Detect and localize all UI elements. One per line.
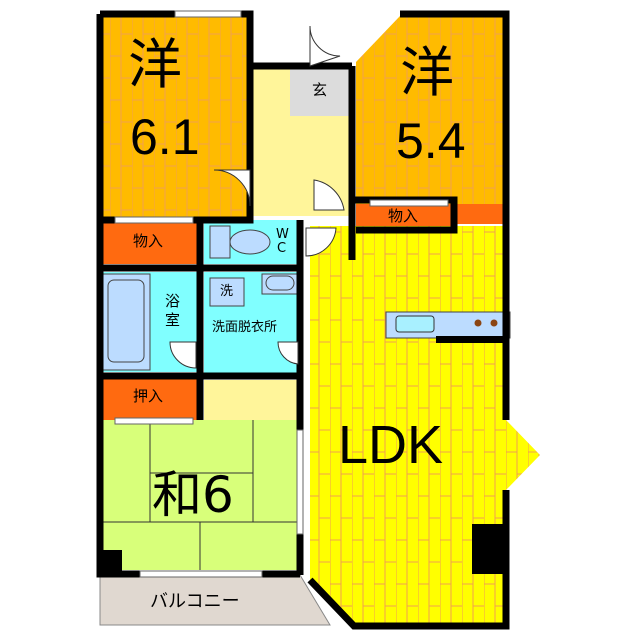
- japanese-room-label: 和6: [152, 466, 234, 524]
- genkan: [290, 66, 352, 116]
- storage-2: [356, 204, 454, 230]
- western-room-1-size: 6.1: [130, 109, 200, 165]
- storage-1-label: 物入: [133, 232, 164, 250]
- storage-2-label: 物入: [388, 207, 419, 225]
- storage-1: [100, 220, 200, 264]
- balcony-label: バルコニー: [150, 591, 240, 612]
- western-room-1-kanji: 洋: [128, 33, 182, 96]
- closet-label: 押入: [133, 387, 164, 405]
- western-room-1: [100, 16, 250, 220]
- dressing-label: 洗面脱衣所: [212, 320, 278, 335]
- genkan-label: 玄: [312, 81, 328, 99]
- closet: [100, 376, 200, 420]
- wc-label-c: C: [277, 241, 287, 256]
- ldk-label: LDK: [338, 415, 444, 475]
- wc-label-w: W: [276, 227, 289, 242]
- bath-label-2: 室: [165, 311, 181, 329]
- western-room-2: [356, 16, 506, 216]
- washer-label: 洗: [220, 284, 234, 299]
- bath-label-1: 浴: [165, 292, 181, 310]
- western-room-2-kanji: 洋: [400, 41, 454, 104]
- western-room-2-size: 5.4: [396, 113, 466, 169]
